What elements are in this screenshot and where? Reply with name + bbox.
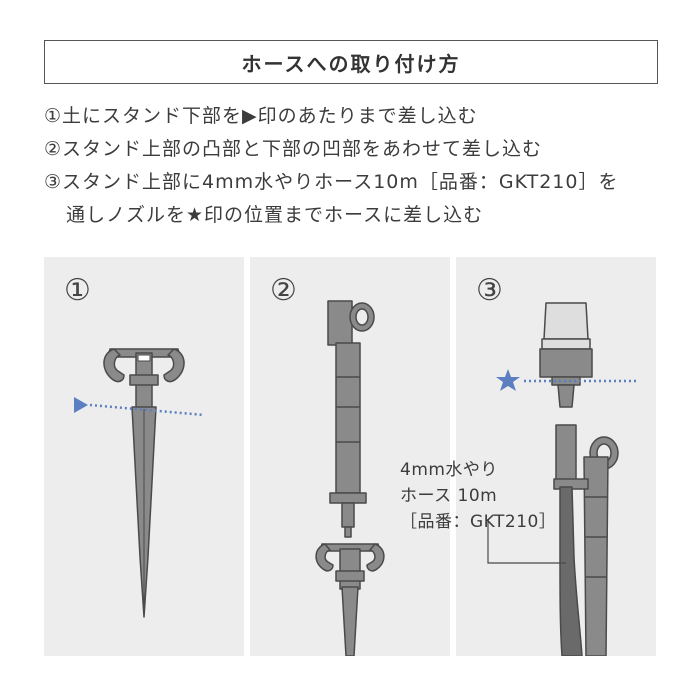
- step-3-continued: 通しノズルを★印の位置までホースに差し込む: [66, 204, 484, 226]
- page-title-text: ホースへの取り付け方: [241, 51, 461, 76]
- panel-3-number: ③: [476, 273, 503, 308]
- callout-line-2: ホース 10m: [400, 486, 498, 506]
- hose-and-nozzle-illustration: [487, 302, 636, 656]
- stand-assembly-illustration: [315, 300, 385, 656]
- illustration-panel-3: ③ 4mm水やり ホース 10m ［品: [400, 257, 656, 656]
- step-1: ①土にスタンド下部を▶印のあたりまで差し込む: [44, 105, 478, 127]
- page-title: ホースへの取り付け方: [44, 40, 658, 84]
- hose-callout: 4mm水やり ホース 10m ［品番：GKT210］: [400, 457, 556, 535]
- triangle-marker-icon: [74, 397, 88, 413]
- star-marker-icon: [496, 369, 520, 391]
- step-2: ②スタンド上部の凸部と下部の凹部をあわせて差し込む: [44, 138, 543, 160]
- instruction-list: ①土にスタンド下部を▶印のあたりまで差し込む ②スタンド上部の凸部と下部の凹部を…: [44, 100, 674, 232]
- callout-line-1: 4mm水やり: [400, 460, 498, 480]
- illustration-panel-2: ②: [250, 257, 450, 656]
- callout-line-3: ［品番：GKT210］: [400, 512, 557, 532]
- panel-2-number: ②: [270, 273, 297, 308]
- step-3: ③スタンド上部に4mm水やりホース10m［品番：GKT210］を: [44, 171, 619, 193]
- illustration-panel-1: ①: [44, 257, 244, 656]
- panel-1-number: ①: [64, 273, 91, 308]
- stand-lower-illustration: [74, 348, 205, 618]
